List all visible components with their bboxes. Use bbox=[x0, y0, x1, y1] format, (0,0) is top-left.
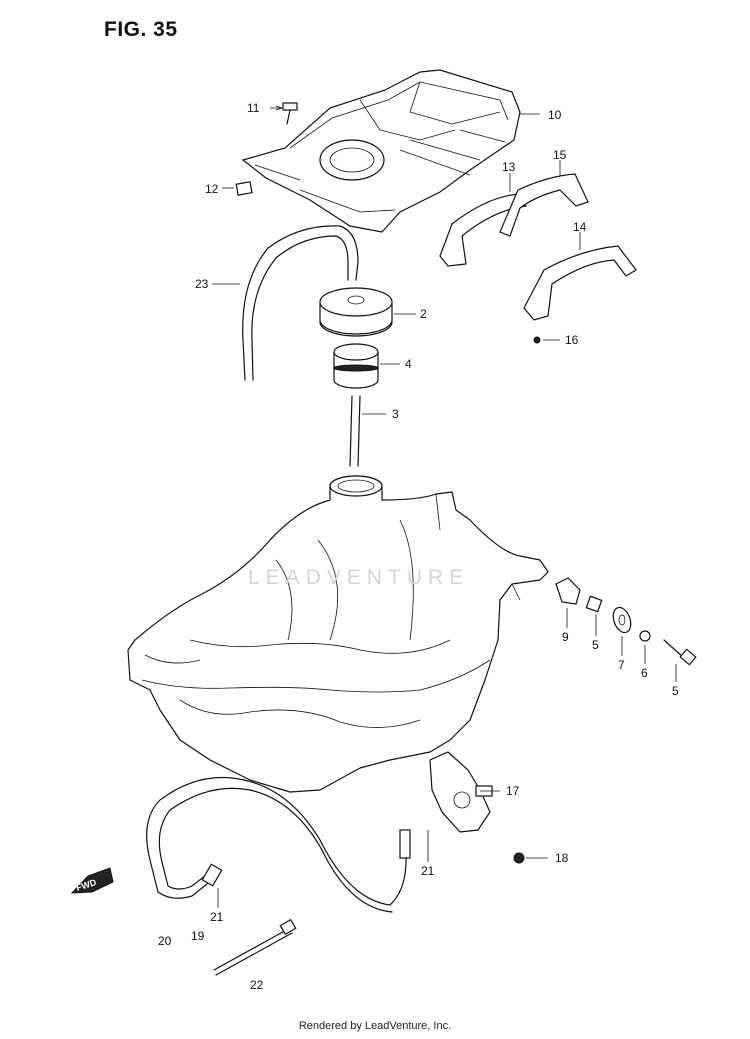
callout-18: 18 bbox=[555, 851, 569, 865]
screw-18 bbox=[513, 852, 525, 864]
hose-clamp-21b bbox=[201, 863, 223, 887]
callout-7: 7 bbox=[618, 658, 625, 672]
hose-clamp-21 bbox=[399, 829, 411, 859]
fuel-tank bbox=[127, 475, 549, 793]
bolt-11 bbox=[282, 102, 298, 125]
callout-5a: 5 bbox=[592, 638, 599, 652]
callout-6: 6 bbox=[641, 666, 648, 680]
watermark: LEADVENTURE bbox=[248, 566, 470, 589]
callout-14: 14 bbox=[573, 220, 587, 234]
callout-21b: 21 bbox=[210, 910, 224, 924]
bolt-16 bbox=[533, 336, 541, 344]
collar-5 bbox=[585, 595, 603, 613]
washer-6 bbox=[639, 630, 651, 642]
strap-15 bbox=[499, 173, 589, 237]
bolt-5 bbox=[663, 639, 697, 666]
footer-credit: Rendered by LeadVenture, Inc. bbox=[298, 1020, 452, 1032]
strap-14 bbox=[523, 245, 637, 321]
strainer-3 bbox=[349, 395, 361, 467]
callout-17: 17 bbox=[506, 784, 520, 798]
callout-4: 4 bbox=[405, 357, 412, 371]
callout-15: 15 bbox=[553, 148, 567, 162]
tank-cover-part bbox=[241, 69, 521, 233]
callout-5b: 5 bbox=[672, 684, 679, 698]
washer-7 bbox=[612, 606, 632, 634]
callout-13: 13 bbox=[502, 160, 516, 174]
figure-title: FIG. 35 bbox=[104, 18, 178, 41]
callout-12: 12 bbox=[205, 182, 219, 196]
drain-tube-22 bbox=[213, 918, 297, 976]
gasket-4 bbox=[333, 343, 379, 389]
callout-10: 10 bbox=[548, 108, 562, 122]
mount-rubber-9 bbox=[555, 577, 581, 605]
callout-16: 16 bbox=[565, 333, 579, 347]
callout-11: 11 bbox=[247, 101, 260, 115]
callout-2: 2 bbox=[420, 307, 427, 321]
front-direction-arrow bbox=[70, 867, 114, 894]
callout-3: 3 bbox=[392, 407, 399, 421]
breather-hose-23 bbox=[242, 225, 359, 381]
callout-20: 20 bbox=[158, 934, 172, 948]
fuel-valve-17 bbox=[429, 751, 493, 833]
fuel-hose bbox=[146, 776, 411, 913]
callout-23: 23 bbox=[195, 277, 209, 291]
callout-19: 19 bbox=[191, 929, 205, 943]
clip-nut-12 bbox=[235, 181, 253, 196]
callout-9: 9 bbox=[562, 630, 569, 644]
callout-22: 22 bbox=[250, 978, 264, 992]
callout-21a: 21 bbox=[421, 864, 435, 878]
fuel-cap-2 bbox=[319, 287, 393, 337]
